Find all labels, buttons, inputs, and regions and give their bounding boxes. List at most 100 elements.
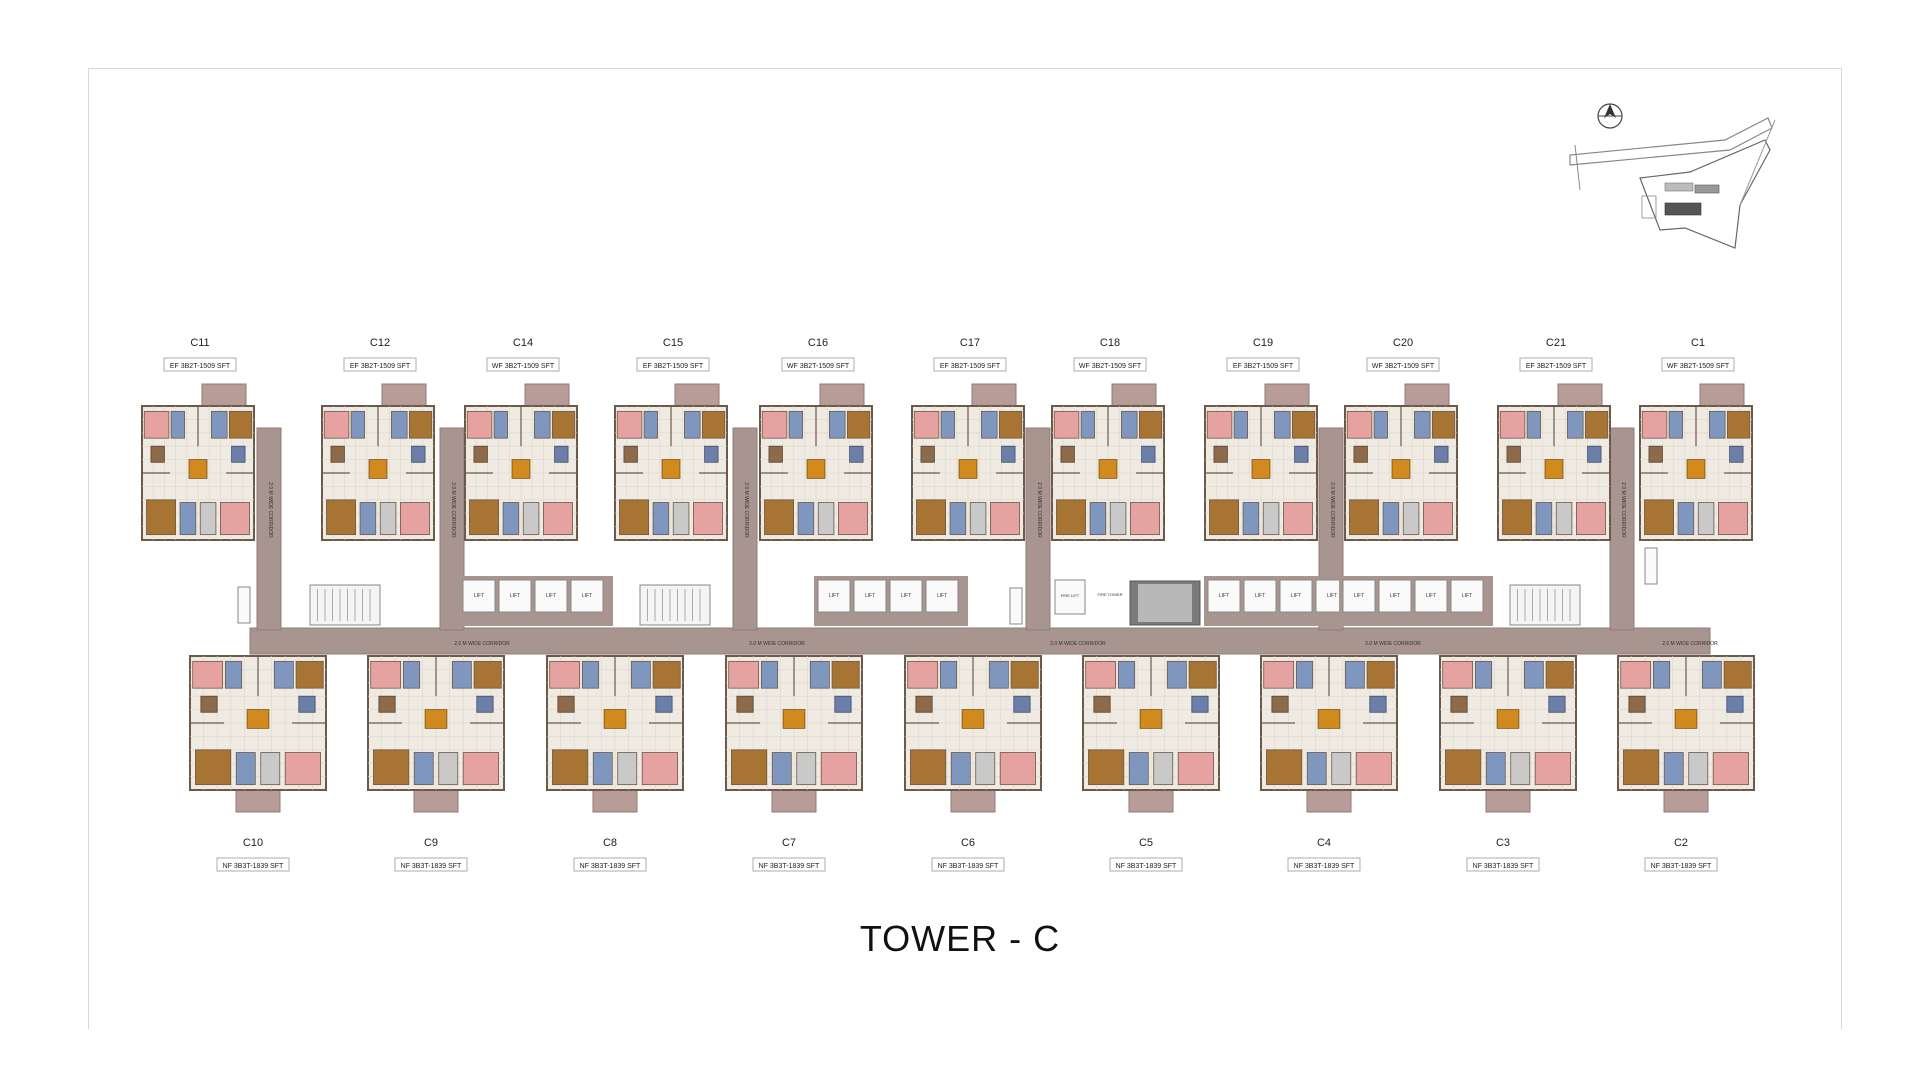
bedroom-1 (1346, 410, 1373, 439)
balcony (1264, 383, 1310, 409)
bed (655, 695, 673, 713)
bedroom-3 (1623, 749, 1660, 786)
bedroom-2 (1584, 410, 1609, 439)
dining-table (961, 709, 985, 729)
unit-spec-box (636, 357, 710, 372)
sofa (1353, 445, 1368, 463)
bed (298, 695, 316, 713)
unit-id: C18 (1100, 337, 1120, 349)
unit-spec: WF 3B2T-1509 SFT (492, 363, 555, 370)
balcony (201, 383, 247, 409)
toilet-3 (1677, 502, 1695, 536)
unit-spec-box (1073, 357, 1147, 372)
bedroom-4 (693, 502, 723, 536)
bedroom-4 (284, 752, 321, 786)
dining-table (661, 459, 681, 479)
bedroom-3 (1209, 499, 1239, 536)
dining-table (1674, 709, 1698, 729)
unit-spec-box (1519, 357, 1593, 372)
bed (231, 445, 246, 463)
unit-id: C15 (663, 337, 683, 349)
unit-spec-box (343, 357, 417, 372)
toilet-3 (1306, 752, 1327, 786)
toilet-1 (760, 660, 779, 689)
bedroom-1 (1053, 410, 1080, 439)
sofa (1271, 695, 1289, 713)
unit-top: C11 EF 3B2T-1509 SFT (141, 337, 255, 541)
toilet-3 (950, 752, 971, 786)
fire-tower-label: FIRE TOWER (1098, 592, 1123, 597)
toilet-2 (1567, 410, 1584, 439)
kitchen (522, 502, 540, 536)
unit-id: C11 (190, 337, 209, 349)
toilet-3 (652, 502, 670, 536)
toilet-2 (1523, 660, 1544, 689)
bed (1013, 695, 1031, 713)
corridor-label: 2.0 M WIDE CORRIDOR (267, 482, 273, 538)
bedroom-3 (1502, 499, 1532, 536)
main-corridor (249, 627, 1711, 655)
drawing-frame (88, 68, 1842, 1029)
bedroom-1 (549, 660, 581, 689)
bedroom-1 (1206, 410, 1233, 439)
dining-table (188, 459, 208, 479)
bedroom-1 (466, 410, 493, 439)
unit-spec: NF 3B3T-1839 SFT (580, 863, 641, 870)
corridor-label: 2.0 M WIDE CORRIDOR (450, 482, 456, 538)
site-block (1694, 184, 1720, 194)
sofa (473, 445, 488, 463)
balcony (674, 383, 720, 409)
unit-spec: EF 3B2T-1509 SFT (170, 363, 231, 370)
balcony (1111, 383, 1157, 409)
sofa (1648, 445, 1663, 463)
service-duct (1644, 547, 1658, 585)
bed (476, 695, 494, 713)
dining-table (1098, 459, 1118, 479)
bedroom-4 (399, 502, 430, 536)
bedroom-3 (326, 499, 357, 536)
kitchen (975, 752, 996, 786)
toilet-1 (402, 660, 421, 689)
bedroom-1 (192, 660, 224, 689)
toilet-2 (451, 660, 472, 689)
bedroom-3 (1056, 499, 1086, 536)
balcony (524, 383, 570, 409)
toilet-3 (502, 502, 520, 536)
toilet-2 (809, 660, 830, 689)
kitchen (672, 502, 690, 536)
bedroom-4 (219, 502, 250, 536)
unit-spec: WF 3B2T-1509 SFT (1079, 363, 1142, 370)
bedroom-1 (323, 410, 350, 439)
bedroom-1 (143, 410, 170, 439)
unit-spec: EF 3B2T-1509 SFT (350, 363, 411, 370)
unit-spec-box (1366, 357, 1440, 372)
unit-id: C1 (1691, 337, 1705, 349)
key-plan (1569, 103, 1776, 249)
toilet-1 (1080, 410, 1095, 439)
corridor-label: 2.0 M WIDE CORRIDOR (454, 641, 510, 647)
unit-spec-box (781, 357, 855, 372)
toilet-1 (1295, 660, 1314, 689)
unit-spec-box (486, 357, 560, 372)
toilet-1 (1526, 410, 1541, 439)
toilet-1 (581, 660, 600, 689)
unit-spec-box (752, 857, 826, 872)
dining-table (1251, 459, 1271, 479)
toilet-3 (592, 752, 613, 786)
north-arrow-pointer (1604, 104, 1616, 118)
toilet-3 (1128, 752, 1149, 786)
toilet-2 (1274, 410, 1291, 439)
bedroom-2 (408, 410, 433, 439)
bedroom-4 (990, 502, 1020, 536)
dining-table (1139, 709, 1163, 729)
kitchen (969, 502, 987, 536)
bedroom-3 (1644, 499, 1674, 536)
toilet-1 (643, 410, 658, 439)
